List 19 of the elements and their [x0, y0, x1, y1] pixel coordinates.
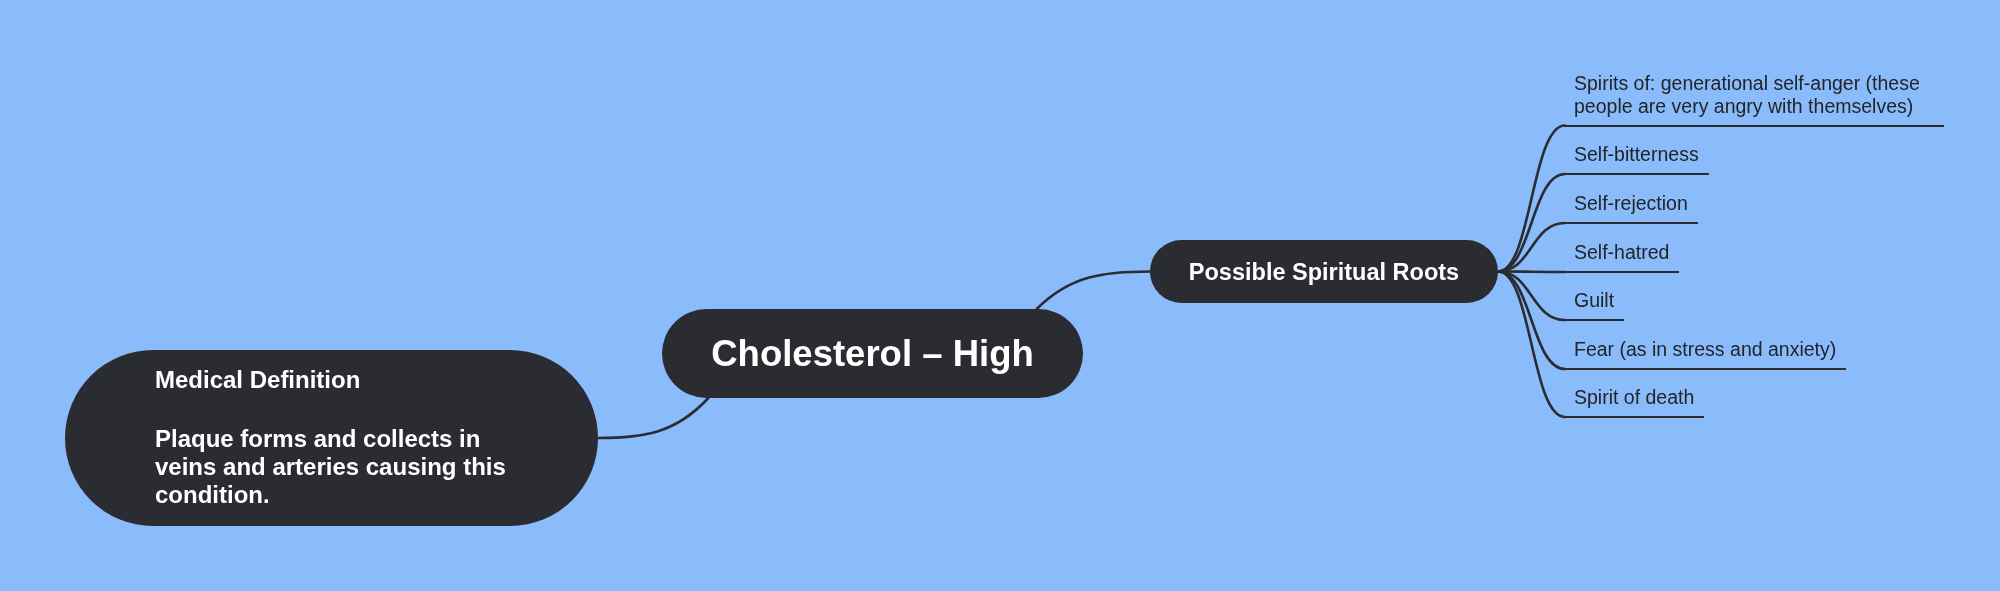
topic-title: Possible Spiritual Roots	[1188, 257, 1460, 287]
subtopic-label: Self-bitterness	[1574, 143, 1699, 167]
connector-line	[596, 396, 710, 440]
topic-heading: Medical Definition	[155, 366, 361, 394]
underlined-subtopic	[1565, 386, 1705, 419]
subtopic-label: Spirits of: generational self-anger (these people are very angry with themselves)	[1574, 71, 1921, 118]
connector-line	[1035, 270, 1152, 311]
central-topic-title: Cholesterol – High	[711, 331, 1034, 376]
subtopic-label: Fear (as in stress and anxiety)	[1574, 338, 1837, 362]
subtopic-label: Self-rejection	[1574, 192, 1688, 216]
underlined-subtopic	[1565, 289, 1625, 322]
subtopic-label: Spirit of death	[1574, 386, 1695, 410]
subtopic-label: Self-hatred	[1574, 241, 1670, 265]
topic-description: Plaque forms and collects in veins and arteries causing this condition.	[155, 425, 507, 509]
underlined-subtopic	[1565, 143, 1709, 176]
underlined-subtopic	[1565, 241, 1680, 274]
underlined-subtopic	[1565, 192, 1698, 225]
subtopic-label: Guilt	[1574, 289, 1615, 313]
underlined-subtopic	[1565, 338, 1847, 371]
